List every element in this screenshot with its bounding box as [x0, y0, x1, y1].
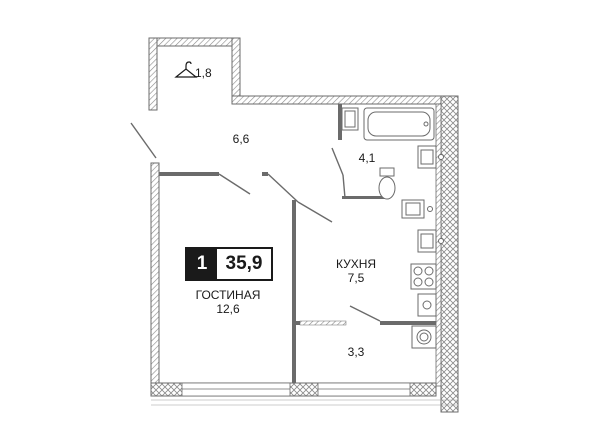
living-name: ГОСТИНАЯ: [195, 288, 261, 302]
rooms-count: 1: [187, 249, 217, 279]
bathtub: [363, 107, 435, 141]
apartment-summary-badge: 1 35,9: [185, 247, 273, 281]
balcony-walls: [148, 37, 241, 111]
balcony-area: 1,8: [195, 66, 212, 80]
hanger-icon: [174, 61, 198, 78]
left-wall: [150, 162, 160, 392]
right-wall: [440, 95, 459, 413]
living-area: 12,6: [216, 302, 240, 316]
top-wall: [231, 95, 459, 105]
loggia-area: 3,3: [347, 345, 365, 359]
washing-machine: [401, 199, 433, 219]
total-area: 35,9: [217, 249, 271, 279]
kitchen-name: КУХНЯ: [335, 257, 377, 271]
door-swings: [130, 122, 381, 322]
kitchen-sink: [417, 229, 444, 253]
bottom-wall: [150, 382, 458, 406]
boiler: [411, 325, 437, 349]
hallway-area: 6,6: [232, 132, 250, 146]
washbasin: [341, 107, 359, 131]
sink-bathroom: [417, 145, 444, 169]
toilet: [378, 167, 396, 200]
interior-walls: [159, 104, 436, 383]
stove: [410, 263, 437, 290]
fridge: [417, 293, 437, 317]
kitchen-area: 7,5: [347, 271, 365, 285]
bathroom-area: 4,1: [358, 151, 376, 165]
right-wall-inner: [435, 103, 442, 387]
